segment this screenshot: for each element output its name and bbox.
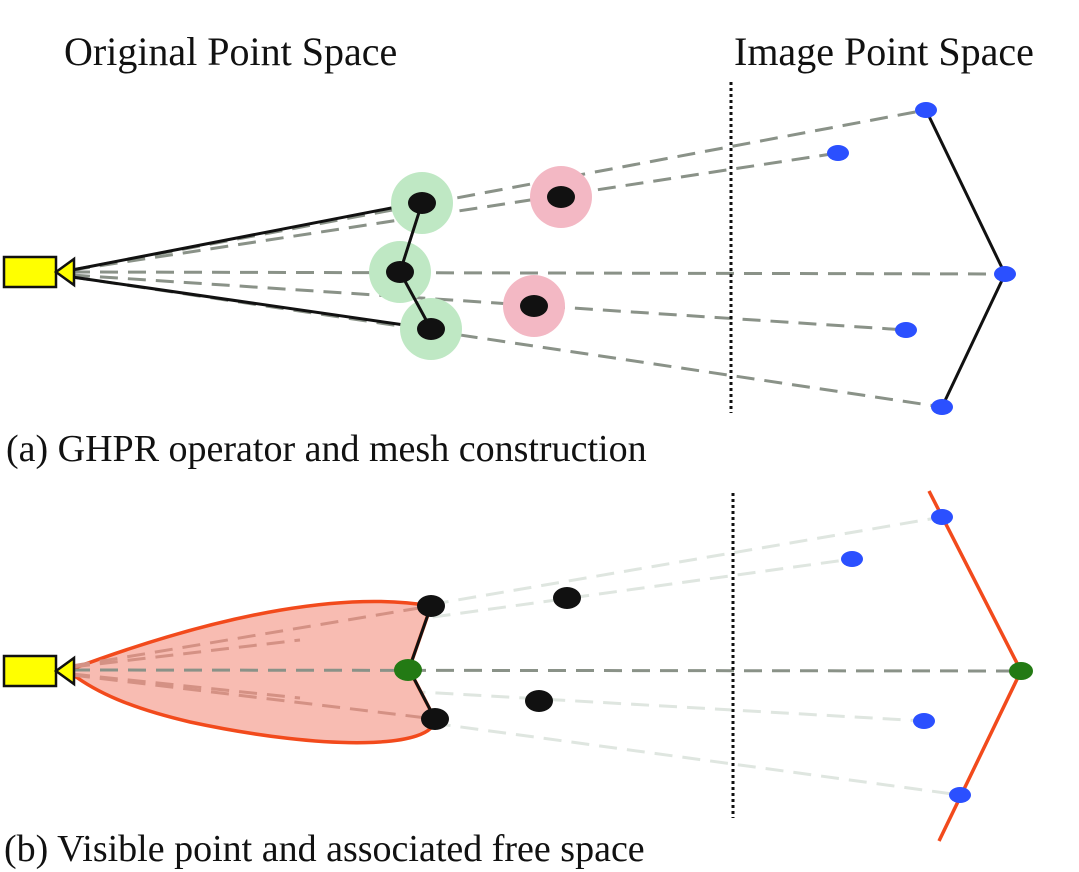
visible-point [386, 261, 414, 283]
free-space-region [70, 599, 437, 745]
panel-b [2, 490, 1033, 842]
visible-point [421, 708, 449, 730]
image-point [931, 399, 953, 415]
central-ray-b [71, 668, 1022, 673]
visible-point [417, 595, 445, 617]
visible-point [408, 192, 436, 214]
image-point [913, 713, 935, 729]
occluded-point [553, 587, 581, 609]
camera-icon [2, 654, 76, 688]
frustum-edge-top [71, 200, 423, 272]
image-point [931, 509, 953, 525]
caption-a: (a) GHPR operator and mesh construction [6, 428, 647, 470]
image-point [994, 266, 1016, 282]
image-point [895, 322, 917, 338]
view-frustum-a [71, 200, 433, 331]
original-space-title: Original Point Space [64, 29, 398, 74]
occluded-point [525, 690, 553, 712]
free-space-rays [71, 604, 436, 721]
ray-a-2 [71, 151, 839, 272]
caption-b: (b) Visible point and associated free sp… [4, 828, 645, 870]
frustum-edge-bottom [71, 275, 433, 331]
occluded-point [520, 295, 548, 317]
image-point [841, 551, 863, 567]
focus-image-point [1009, 662, 1033, 680]
ray-a-3 [71, 270, 1006, 276]
image-space-title: Image Point Space [734, 29, 1034, 74]
image-mesh-a [924, 109, 1007, 408]
image-point [949, 787, 971, 803]
visible-point [417, 318, 445, 340]
projection-rays-a [71, 108, 1006, 409]
faint-ray-2 [71, 557, 853, 669]
camera-icon [2, 255, 76, 289]
panel-a [2, 82, 1016, 415]
occluded-point [547, 186, 575, 208]
image-point [915, 102, 937, 118]
focus-visible-point [394, 659, 422, 681]
ray-a-4 [71, 273, 907, 332]
image-boundary-b [927, 490, 1023, 842]
image-point [827, 145, 849, 161]
